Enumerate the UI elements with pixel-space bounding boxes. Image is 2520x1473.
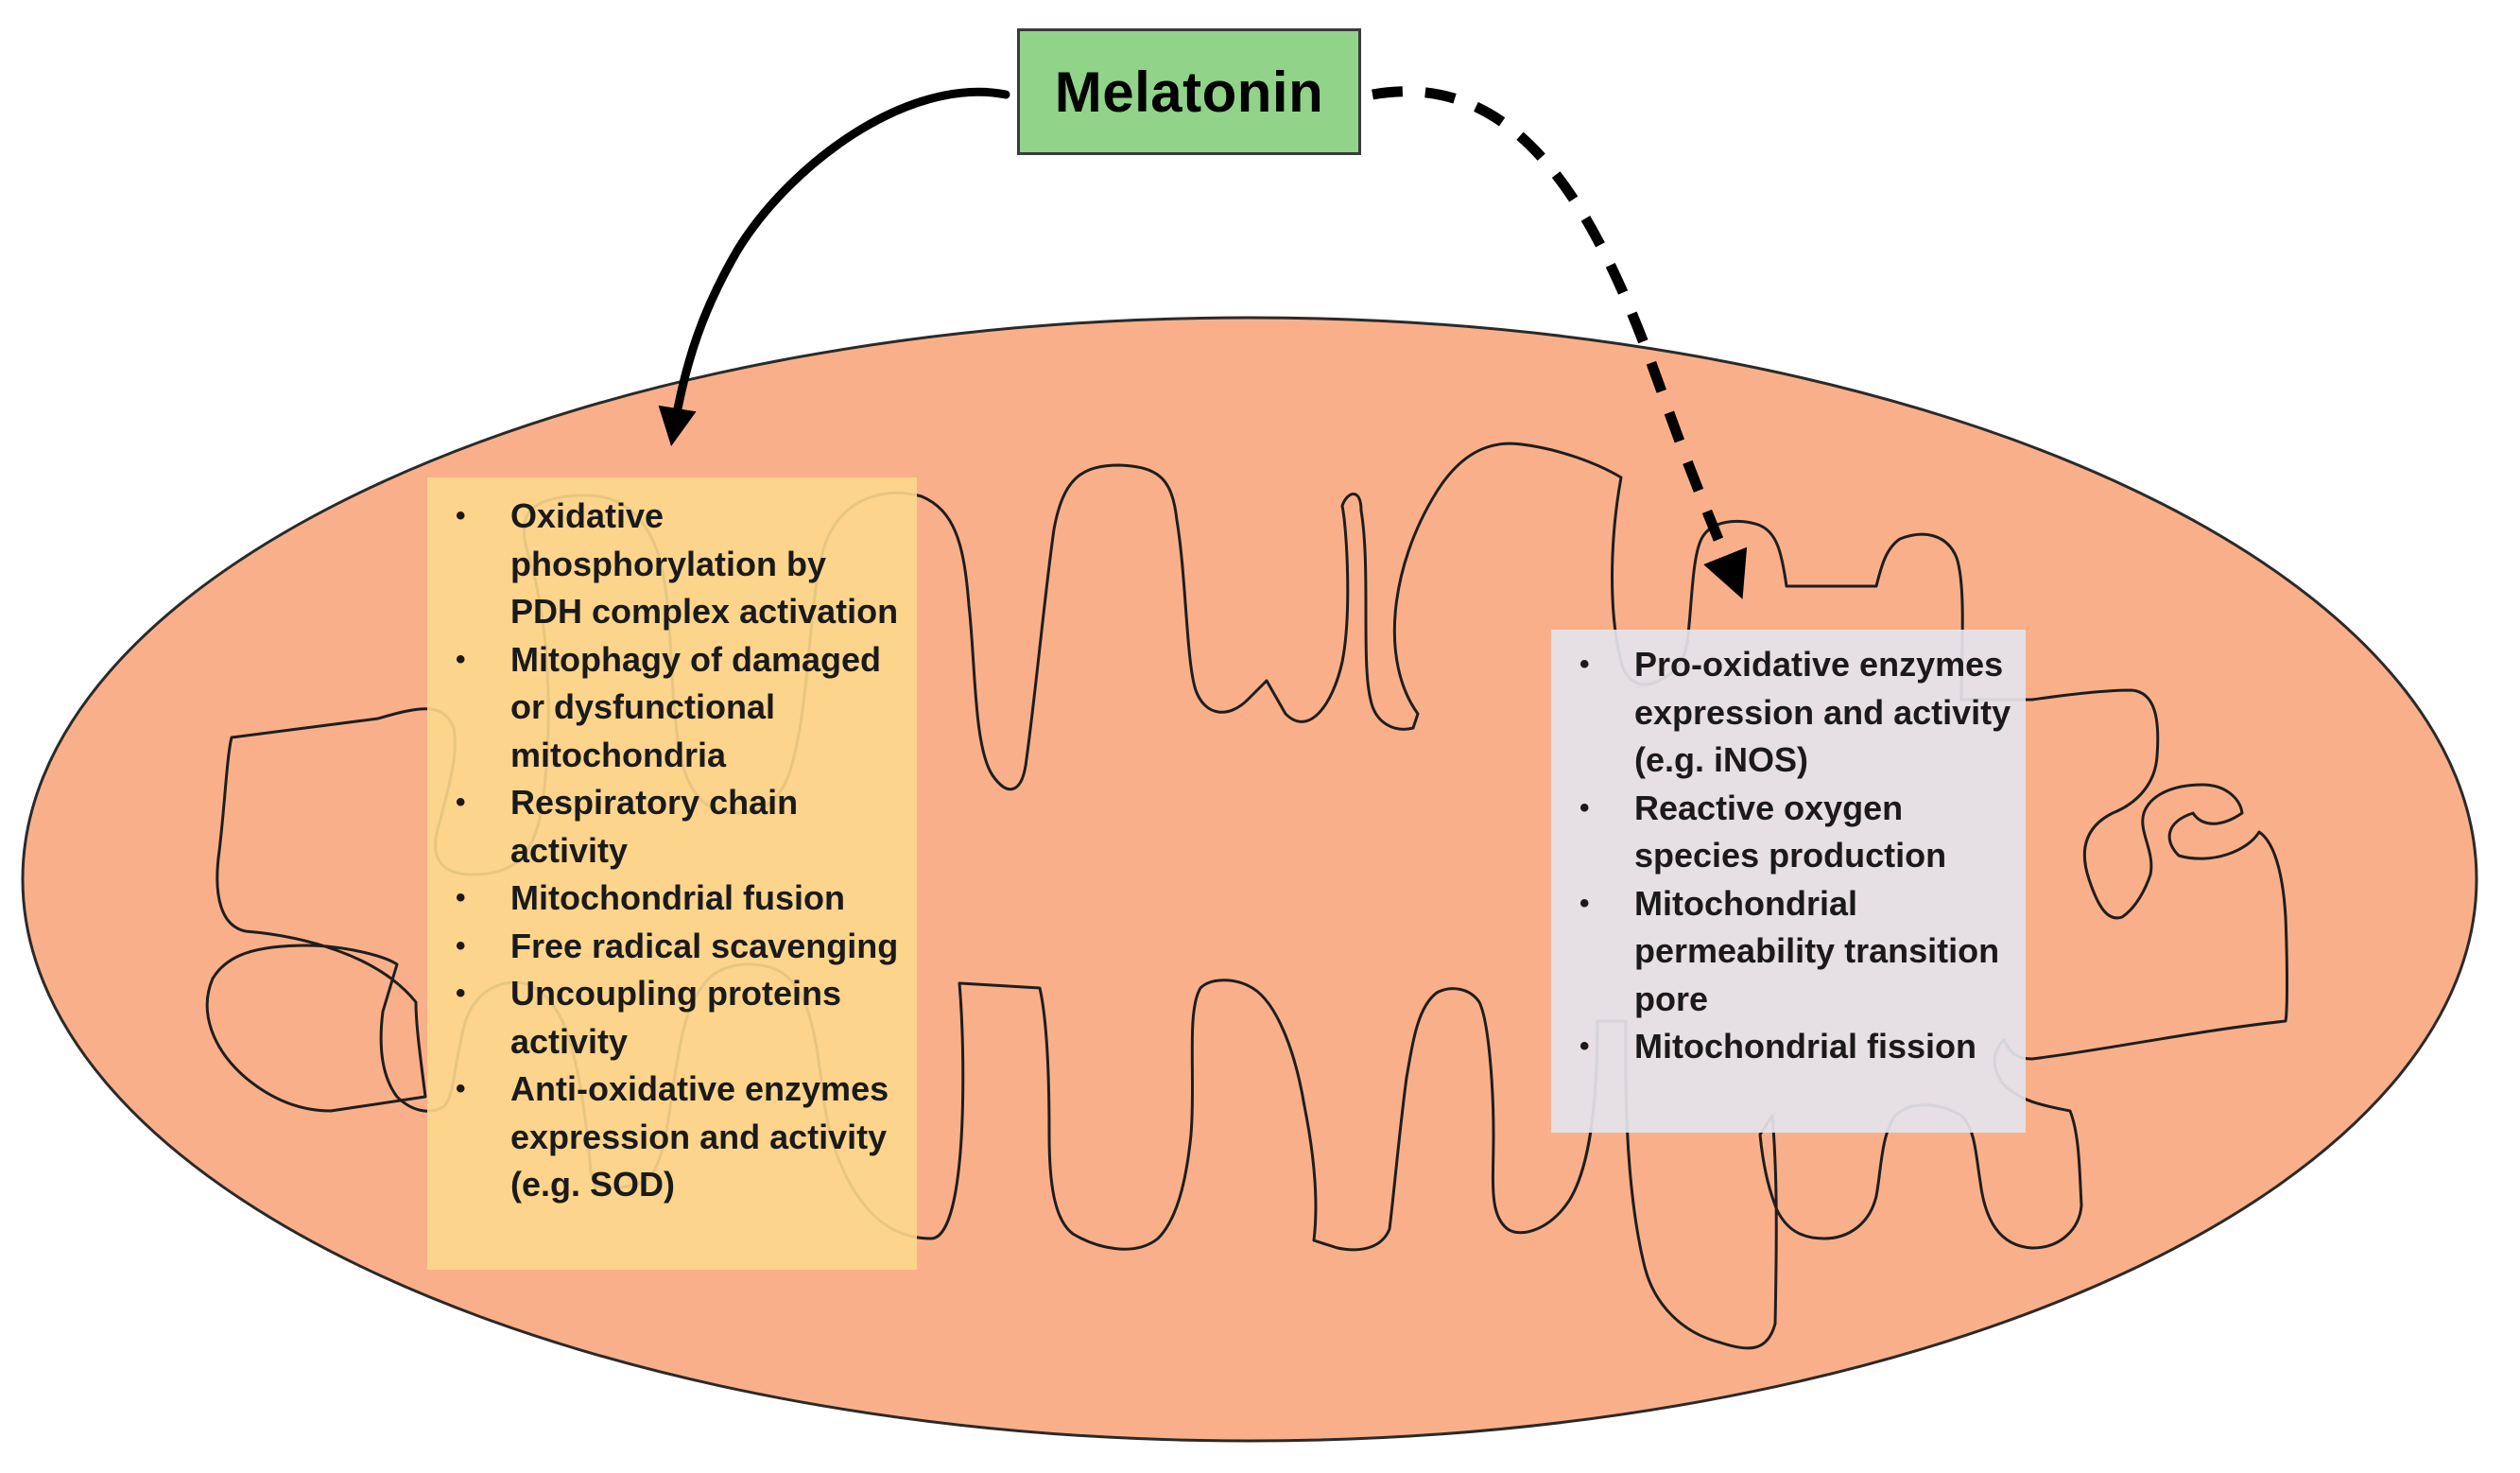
list-item-text: Mitophagy of damaged or dysfunctional mi…: [510, 639, 882, 774]
list-item-text: Pro-oxidative enzymes expression and act…: [1634, 645, 2011, 779]
bullet-icon: •: [456, 929, 466, 962]
bullet-icon: •: [1579, 649, 1590, 680]
list-item-text: Free radical scavenging: [510, 926, 899, 965]
bullet-icon: •: [456, 500, 466, 531]
beneficial-effects-list: • Oxidative phosphorylation by PDH compl…: [435, 493, 904, 1209]
bullet-icon: •: [1579, 887, 1590, 919]
list-item: • Anti-oxidative enzymes expression and …: [435, 1066, 904, 1209]
outer-membrane: [21, 316, 2478, 1443]
list-item: • Mitochondrial fission: [1559, 1023, 2014, 1071]
bullet-icon: •: [456, 643, 466, 675]
list-item: • Mitochondrial permeability transition …: [1559, 880, 2014, 1024]
list-item: • Reactive oxygen species production: [1559, 785, 2014, 880]
bullet-icon: •: [456, 882, 466, 913]
dashed-arrow-right: [1372, 86, 1748, 599]
list-item: • Uncoupling proteins activity: [435, 970, 904, 1066]
list-item-text: Mitochondrial fusion: [510, 878, 845, 917]
list-item-text: Oxidative phosphorylation by PDH complex…: [510, 496, 899, 631]
list-item: • Oxidative phosphorylation by PDH compl…: [435, 493, 904, 636]
melatonin-label: Melatonin: [1054, 60, 1324, 124]
list-item-text: Anti-oxidative enzymes expression and ac…: [510, 1069, 889, 1204]
list-item: • Mitophagy of damaged or dysfunctional …: [435, 636, 904, 780]
solid-arrow-left: [658, 87, 1010, 446]
list-item-text: Mitochondrial fission: [1634, 1027, 1977, 1066]
list-item: • Free radical scavenging: [435, 923, 904, 971]
list-item-text: Mitochondrial permeability transition po…: [1634, 883, 2000, 1018]
detrimental-effects-panel: • Pro-oxidative enzymes expression and a…: [1551, 630, 2026, 1133]
list-item-text: Respiratory chain activity: [510, 783, 799, 870]
melatonin-box: Melatonin: [1017, 28, 1361, 155]
list-item-text: Reactive oxygen species production: [1634, 788, 1947, 875]
beneficial-effects-panel: • Oxidative phosphorylation by PDH compl…: [427, 477, 917, 1270]
detrimental-effects-list: • Pro-oxidative enzymes expression and a…: [1559, 641, 2014, 1071]
list-item: • Respiratory chain activity: [435, 779, 904, 875]
bullet-icon: •: [1579, 791, 1590, 823]
bullet-icon: •: [456, 978, 466, 1009]
bullet-icon: •: [456, 1073, 466, 1104]
list-item: • Pro-oxidative enzymes expression and a…: [1559, 641, 2014, 785]
list-item-text: Uncoupling proteins activity: [510, 974, 841, 1061]
list-item: • Mitochondrial fusion: [435, 875, 904, 923]
bullet-icon: •: [1579, 1031, 1590, 1062]
bullet-icon: •: [456, 787, 466, 818]
